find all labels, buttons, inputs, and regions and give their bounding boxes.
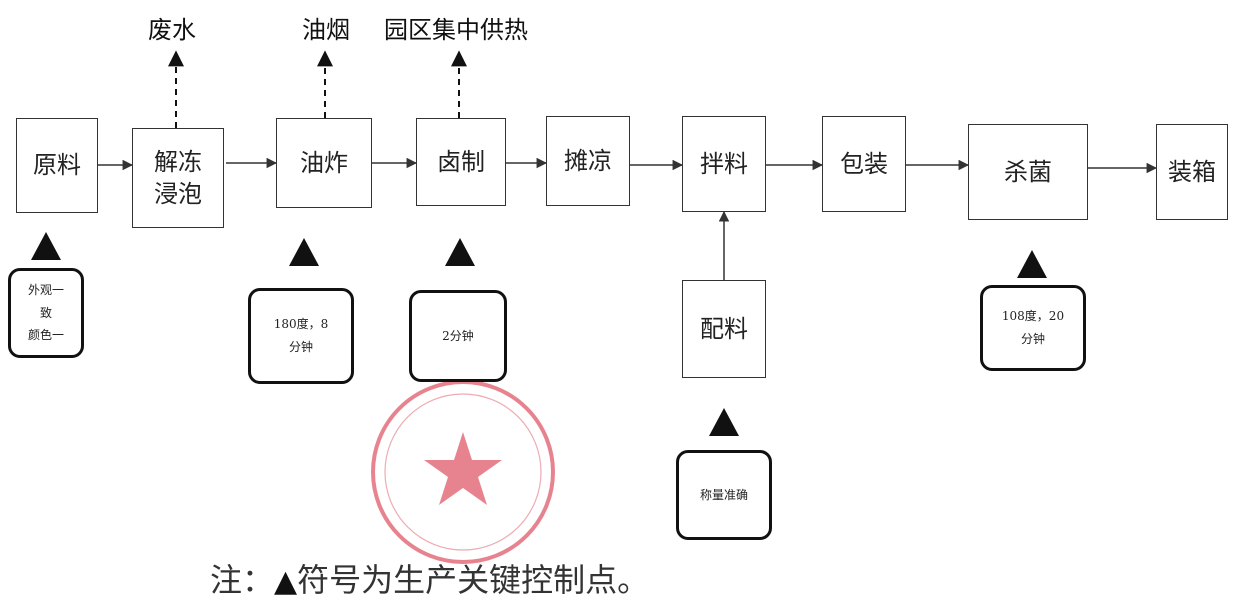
label-central-heating: 园区集中供热	[384, 16, 528, 44]
footnote-prefix: 注：	[210, 561, 275, 599]
step-mixing: 拌料	[682, 116, 766, 212]
control-point-marker-marinate	[445, 238, 475, 266]
control-note-fry: 180度，8 分钟	[248, 288, 354, 384]
control-note-batch: 称量准确	[676, 450, 772, 540]
step-batching: 配料	[682, 280, 766, 378]
company-stamp	[371, 380, 555, 564]
step-sterilizing: 杀菌	[968, 124, 1088, 220]
step-raw-material: 原料	[16, 118, 98, 213]
control-note-marinate: 2分钟	[409, 290, 507, 382]
step-cooling: 摊凉	[546, 116, 630, 206]
step-packaging: 包装	[822, 116, 906, 212]
step-thaw-soak: 解冻 浸泡	[132, 128, 224, 228]
footnote-triangle-icon: ▲	[274, 564, 298, 599]
footnote: 注：▲符号为生产关键控制点。	[210, 555, 649, 601]
step-frying: 油炸	[276, 118, 372, 208]
control-note-sterilize: 108度，20 分钟	[980, 285, 1086, 371]
label-oil-fume: 油烟	[302, 16, 350, 44]
step-boxing: 装箱	[1156, 124, 1228, 220]
control-point-marker-batch	[709, 408, 739, 436]
step-marinating: 卤制	[416, 118, 506, 206]
label-wastewater: 废水	[148, 16, 196, 44]
control-point-marker-sterilize	[1017, 250, 1047, 278]
control-note-raw: 外观一 致 颜色一	[8, 268, 84, 358]
footnote-text: 符号为生产关键控制点。	[297, 561, 650, 599]
control-point-marker-fry	[289, 238, 319, 266]
control-point-marker-raw	[31, 232, 61, 260]
